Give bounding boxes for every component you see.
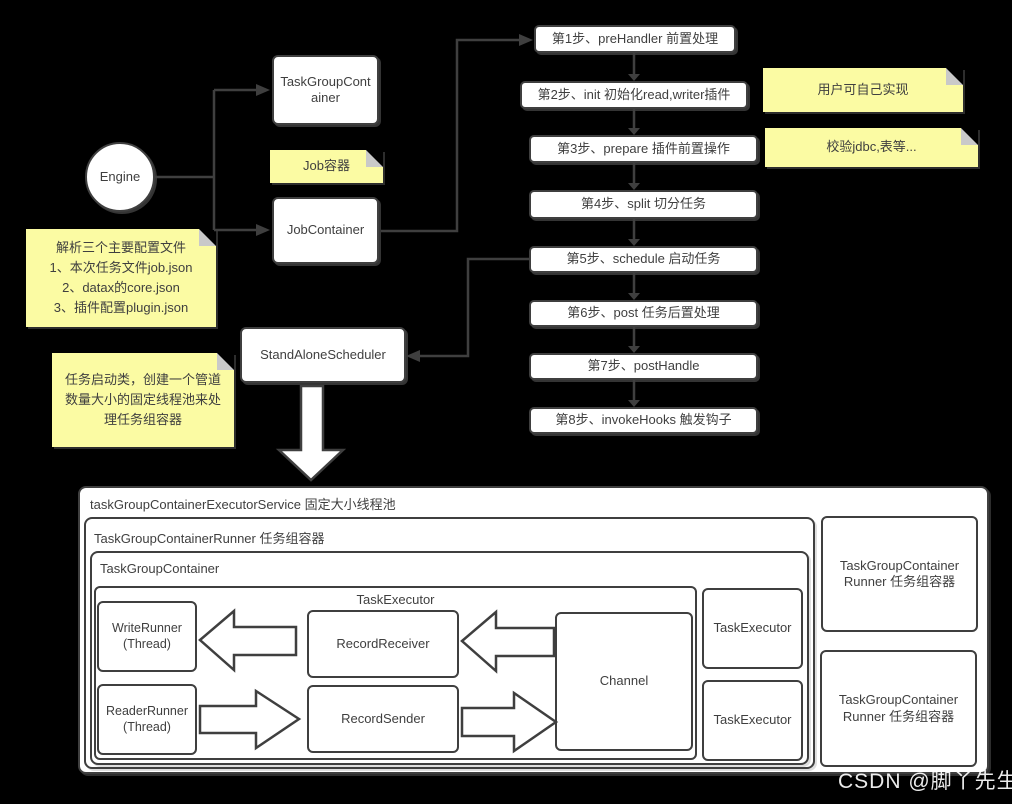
scheduler-note-text: 任务启动类，创建一个管道数量大小的固定线程池来处理任务组容器 [64, 371, 221, 428]
task-group-container-runner-2-label: TaskGroupContainer Runner 任务组容器 [838, 692, 959, 724]
task-group-container-runner-1-label: TaskGroupContainer Runner 任务组容器 [839, 557, 960, 589]
jdbc-check-note: 校验jdbc,表等... [765, 128, 978, 167]
reader-runner-node: ReaderRunner(Thread) [97, 684, 197, 755]
arrowhead-to-step1 [519, 34, 533, 46]
step-5-label: 第5步、schedule 启动任务 [566, 251, 721, 267]
arrowhead-to-taskgroupcontainer [256, 84, 270, 96]
task-group-container-runner-title: TaskGroupContainerRunner 任务组容器 [94, 531, 325, 546]
step5-to-scheduler-connector [420, 257, 529, 358]
step-6-box: 第6步、post 任务后置处理 [529, 300, 758, 327]
step-8-box: 第8步、invokeHooks 触发钩子 [529, 407, 758, 434]
engine-label: Engine [99, 168, 141, 184]
watermark-text: CSDN @脚丫先生 [838, 770, 1012, 793]
step-3-box: 第3步、prepare 插件前置操作 [529, 135, 758, 163]
standalone-scheduler-node: StandAloneScheduler [240, 327, 406, 383]
arrowhead-to-standalonescheduler [406, 350, 420, 362]
task-executor-1-label: TaskExecutor [713, 620, 792, 636]
step-4-box: 第4步、split 切分任务 [529, 190, 758, 219]
task-executor-node-2: TaskExecutor [702, 680, 803, 761]
jdbc-check-note-text: 校验jdbc,表等... [826, 139, 917, 155]
step-6-label: 第6步、post 任务后置处理 [567, 305, 720, 321]
write-runner-node: WriteRunner (Thread) [97, 601, 197, 672]
channel-label: Channel [599, 673, 649, 689]
job-container-label: JobContainer [286, 222, 365, 238]
record-sender-label: RecordSender [341, 710, 425, 726]
user-impl-note-text: 用户可自己实现 [817, 81, 909, 97]
record-receiver-node: RecordReceiver [307, 610, 459, 678]
reader-runner-label: ReaderRunner(Thread) [106, 703, 188, 734]
task-group-container-node: TaskGroupContainer [272, 55, 379, 125]
user-impl-note: 用户可自己实现 [763, 68, 963, 112]
step-3-label: 第3步、prepare 插件前置操作 [557, 140, 730, 156]
write-runner-label: WriteRunner (Thread) [112, 620, 182, 651]
job-container-note: Job容器 [270, 150, 383, 183]
step-2-box: 第2步、init 初始化read,writer插件 [520, 81, 748, 109]
record-receiver-label: RecordReceiver [336, 635, 430, 651]
task-executor-container-title: TaskExecutor [356, 592, 435, 607]
engine-node: Engine [85, 142, 155, 212]
task-executor-node-1: TaskExecutor [702, 588, 803, 669]
step-7-label: 第7步、postHandle [587, 358, 700, 374]
arrowhead-to-jobcontainer [256, 224, 270, 236]
engine-branch-connectors [155, 88, 256, 232]
executor-service-title: taskGroupContainerExecutorService 固定大小线程… [90, 497, 396, 512]
step-4-label: 第4步、split 切分任务 [581, 196, 706, 212]
task-executor-2-label: TaskExecutor [713, 712, 792, 728]
parse-config-note-text: 解析三个主要配置文件 1、本次任务文件job.json 2、datax的core… [49, 239, 193, 316]
task-group-container-title: TaskGroupContainer [100, 561, 220, 576]
task-group-container-label: TaskGroupContainer [280, 73, 371, 105]
task-group-container-runner-node-1: TaskGroupContainer Runner 任务组容器 [821, 516, 978, 632]
job-container-note-label: Job容器 [303, 158, 350, 174]
standalone-scheduler-label: StandAloneScheduler [260, 346, 386, 362]
job-container-node: JobContainer [272, 197, 379, 264]
step-2-label: 第2步、init 初始化read,writer插件 [537, 86, 731, 102]
parse-config-note: 解析三个主要配置文件 1、本次任务文件job.json 2、datax的core… [26, 229, 216, 327]
step-7-box: 第7步、postHandle [529, 353, 758, 380]
step-1-label: 第1步、preHandler 前置处理 [551, 30, 719, 46]
scheduler-to-pool-arrow [275, 384, 347, 482]
channel-node: Channel [555, 612, 693, 751]
record-sender-node: RecordSender [307, 685, 459, 753]
jobcontainer-to-step1-connector [381, 38, 519, 233]
task-group-container-runner-node-2: TaskGroupContainer Runner 任务组容器 [820, 650, 977, 767]
step-1-box: 第1步、preHandler 前置处理 [534, 25, 736, 53]
step-5-box: 第5步、schedule 启动任务 [529, 246, 758, 273]
step-8-label: 第8步、invokeHooks 触发钩子 [555, 412, 732, 428]
scheduler-note: 任务启动类，创建一个管道数量大小的固定线程池来处理任务组容器 [52, 353, 234, 447]
